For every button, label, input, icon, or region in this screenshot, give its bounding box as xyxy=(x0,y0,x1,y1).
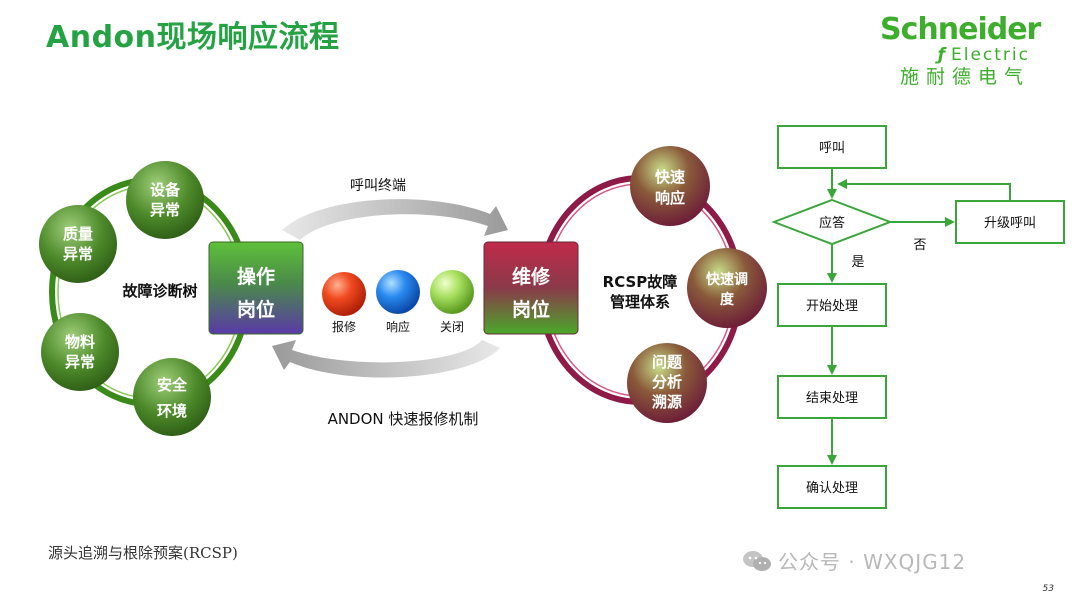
right-cycle: RCSP故障 管理体系 维修 岗位 快速 响应 快速调 度 问题 分析 溯源 xyxy=(483,146,767,423)
svg-text:异常: 异常 xyxy=(65,353,95,371)
brand-mark-icon: ƒ xyxy=(937,45,947,65)
andon-mechanism-label: ANDON 快速报修机制 xyxy=(328,410,479,428)
light-close: 关闭 xyxy=(430,270,474,334)
maintenance-post: 维修 岗位 xyxy=(483,241,579,335)
light-respond-label: 响应 xyxy=(386,319,410,334)
brand-name: Schneider xyxy=(880,12,1041,47)
light-report: 报修 xyxy=(322,272,366,334)
footnote: 源头追溯与根除预案(RCSP) xyxy=(48,544,238,562)
flow-start-label: 开始处理 xyxy=(806,299,858,314)
flow-decision-label: 应答 xyxy=(819,215,845,231)
arrow-right-icon xyxy=(282,199,508,240)
node-problem-analysis: 问题 分析 溯源 xyxy=(627,343,707,423)
flow-start-box xyxy=(777,283,887,327)
node-equipment-line1: 设备 xyxy=(150,181,181,199)
node-quick-dispatch: 快速调 度 xyxy=(687,248,767,328)
rcsp-label-line1: RCSP故障 xyxy=(603,273,678,291)
rcsp-label-line2: 管理体系 xyxy=(610,293,670,311)
flow-call-label: 呼叫 xyxy=(819,141,845,156)
svg-text:分析: 分析 xyxy=(652,373,682,391)
light-close-label: 关闭 xyxy=(440,320,464,334)
brand-chinese: 施耐德电气 xyxy=(899,66,1030,88)
svg-text:质量: 质量 xyxy=(63,225,93,243)
terminal-label: 呼叫终端 xyxy=(350,178,406,194)
node-equipment-line2: 异常 xyxy=(150,201,180,219)
operator-post: 操作 岗位 xyxy=(208,241,304,335)
watermark-text: 公众号 · WXQJG12 xyxy=(778,550,967,574)
left-center-label: 故障诊断树 xyxy=(122,282,197,300)
flow-yes-label: 是 xyxy=(851,255,864,270)
flow-escalate-label: 升级呼叫 xyxy=(984,216,1036,231)
svg-text:物料: 物料 xyxy=(65,333,95,351)
svg-text:快速调: 快速调 xyxy=(706,271,748,288)
node-quick-response: 快速 响应 xyxy=(630,146,710,226)
node-material: 物料 异常 xyxy=(41,313,119,391)
flow-no-label: 否 xyxy=(913,238,926,253)
left-cycle: 故障诊断树 设备 异常 质量 异常 物料 异常 安全 环境 操作 岗位 xyxy=(39,161,304,436)
light-respond: 响应 xyxy=(376,270,420,334)
brand-sub: Electric xyxy=(951,45,1030,65)
flow-escalate-box xyxy=(955,200,1065,244)
wechat-icon xyxy=(743,551,771,571)
svg-text:溯源: 溯源 xyxy=(652,393,682,411)
page-number: 53 xyxy=(1042,584,1054,594)
svg-text:响应: 响应 xyxy=(655,189,685,207)
maintenance-post-line2: 岗位 xyxy=(512,298,550,321)
arrow-left-icon xyxy=(272,340,500,378)
svg-text:度: 度 xyxy=(720,291,735,308)
flow-confirm-box xyxy=(777,465,887,509)
svg-text:快速: 快速 xyxy=(655,168,685,186)
svg-text:环境: 环境 xyxy=(157,402,187,420)
node-equipment: 设备 异常 xyxy=(126,161,204,239)
flow-confirm-label: 确认处理 xyxy=(806,481,858,496)
svg-text:异常: 异常 xyxy=(63,245,93,263)
flowchart: 呼叫 应答 否 升级呼叫 是 开始处理 结束处理 确认处理 xyxy=(771,125,1065,509)
flow-end-label: 结束处理 xyxy=(806,391,858,406)
operator-post-line2: 岗位 xyxy=(237,298,275,321)
light-report-label: 报修 xyxy=(332,319,356,334)
svg-text:问题: 问题 xyxy=(652,353,683,371)
middle-section: 呼叫终端 报修 响应 关闭 ANDON 快速报修机制 xyxy=(272,178,508,428)
node-safety: 安全 环境 xyxy=(133,358,211,436)
node-quality: 质量 异常 xyxy=(39,205,117,283)
svg-text:安全: 安全 xyxy=(157,376,188,394)
flow-call-box xyxy=(777,125,887,169)
page-title: Andon现场响应流程 xyxy=(46,20,340,55)
maintenance-post-line1: 维修 xyxy=(512,265,551,288)
operator-post-line1: 操作 xyxy=(237,265,275,288)
watermark: 公众号 · WXQJG12 xyxy=(742,546,966,575)
